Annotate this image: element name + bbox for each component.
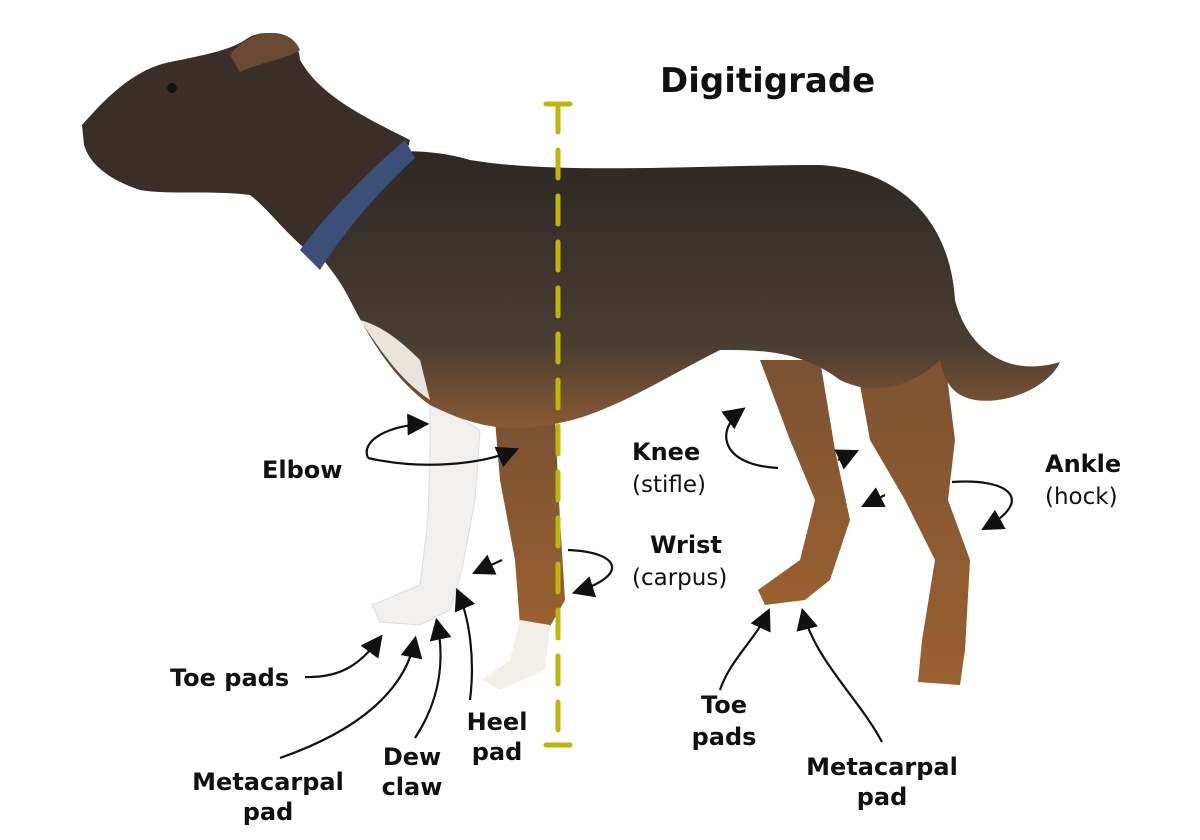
front-near-leg bbox=[371, 399, 481, 626]
label-front-toe-pads: Toe pads bbox=[170, 664, 289, 692]
dog-ear bbox=[230, 32, 300, 72]
label-elbow: Elbow bbox=[262, 456, 342, 484]
label-wrist-alt: (carpus) bbox=[632, 565, 727, 591]
label-dew-claw-line1: Dew bbox=[383, 743, 441, 771]
label-rear-metacarpal-line1: Metacarpal bbox=[806, 753, 958, 781]
dog-body bbox=[290, 151, 1060, 429]
annotation-arrows bbox=[279, 407, 1013, 760]
dog-head bbox=[82, 32, 410, 260]
label-heel-pad-line1: Heel bbox=[467, 708, 528, 736]
label-ankle: Ankle bbox=[1045, 450, 1121, 478]
label-ankle-alt: (hock) bbox=[1045, 484, 1118, 510]
vertical-measure-line bbox=[543, 101, 573, 748]
label-heel-pad-line2: pad bbox=[472, 738, 523, 766]
label-knee-alt: (stifle) bbox=[632, 472, 706, 498]
diagram-title: Digitigrade bbox=[660, 61, 875, 101]
front-far-paw bbox=[482, 620, 550, 690]
rear-near-leg bbox=[850, 330, 970, 685]
label-knee: Knee bbox=[632, 438, 700, 466]
front-far-leg bbox=[495, 420, 565, 630]
label-rear-toe-pads-line1: Toe bbox=[701, 691, 747, 719]
label-front-metacarpal-line2: pad bbox=[243, 798, 294, 826]
rear-far-leg bbox=[758, 360, 850, 605]
chest-patch bbox=[360, 320, 430, 400]
dog-illustration bbox=[82, 32, 1060, 690]
dog-eye bbox=[167, 83, 177, 93]
label-dew-claw-line2: claw bbox=[382, 773, 443, 801]
label-rear-metacarpal-line2: pad bbox=[857, 783, 908, 811]
label-front-metacarpal-line1: Metacarpal bbox=[192, 768, 344, 796]
collar bbox=[300, 140, 415, 270]
label-rear-toe-pads-line2: pads bbox=[692, 723, 757, 751]
label-wrist: Wrist bbox=[650, 531, 722, 559]
